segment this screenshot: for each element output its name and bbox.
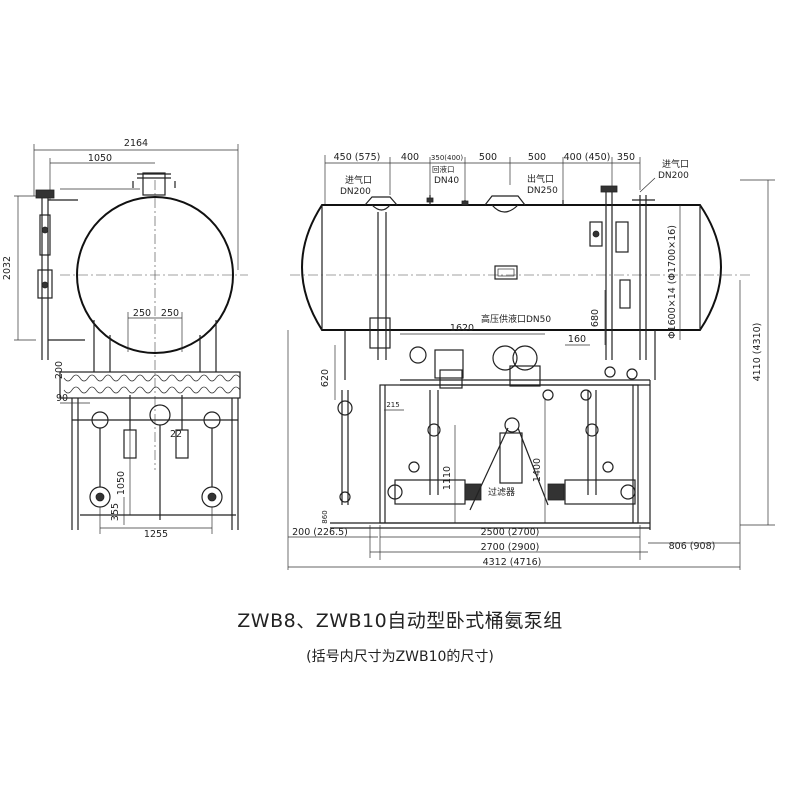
label-inlet-left: 进气口 <box>345 174 372 186</box>
dim-355: 355 <box>110 503 121 521</box>
dim-250-a: 250 <box>133 308 151 319</box>
label-outlet-dn: DN250 <box>527 186 558 196</box>
dim-806: 806 (908) <box>669 541 716 552</box>
dim-1050-vert: 1050 <box>116 471 127 495</box>
dim-4312: 4312 (4716) <box>483 557 542 568</box>
dim-860: 860 <box>321 510 329 523</box>
dim-top-1: 450 (575) <box>334 152 381 163</box>
dim-1050: 1050 <box>88 153 112 164</box>
drawing-subtitle: (括号内尺寸为ZWB10的尺寸) <box>306 649 494 665</box>
dim-top-2: 400 <box>401 152 419 163</box>
dim-top-7: 350 <box>617 152 635 163</box>
label-return-dn: DN40 <box>434 176 459 186</box>
side-view: 2164 1050 2032 <box>2 138 248 540</box>
dim-diameter: Φ1600×14 (Φ1700×16) <box>667 225 678 339</box>
label-return: 回液口 <box>432 164 455 174</box>
dim-680: 680 <box>590 309 601 327</box>
label-hp-supply: 高压供液口DN50 <box>481 313 551 325</box>
label-inlet-right: 进气口 <box>662 158 689 170</box>
dim-top-4: 500 <box>479 152 497 163</box>
dim-90: 90 <box>56 393 68 404</box>
dim-top-5: 500 <box>528 152 546 163</box>
dim-top-6: 400 (450) <box>564 152 611 163</box>
label-inlet-left-dn: DN200 <box>340 187 371 197</box>
dim-620: 620 <box>320 369 331 387</box>
dim-2032: 2032 <box>2 256 13 280</box>
front-view: 450 (575) 400 350(400) 500 500 400 (450)… <box>287 152 775 570</box>
dim-4110: 4110 (4310) <box>752 323 763 382</box>
dim-2500: 2500 (2700) <box>481 527 540 538</box>
dim-250-b: 250 <box>161 308 179 319</box>
label-outlet: 出气口 <box>527 173 554 185</box>
dim-22: 22 <box>170 429 182 440</box>
dim-1400: 1400 <box>532 458 543 482</box>
dim-1255: 1255 <box>144 529 168 540</box>
dim-215: 215 <box>386 401 399 409</box>
dim-2164: 2164 <box>124 138 148 149</box>
dim-200-side: 200 <box>54 361 65 379</box>
dim-top-3: 350(400) <box>431 154 463 162</box>
dim-1110: 1110 <box>442 466 453 490</box>
dim-2700: 2700 (2900) <box>481 542 540 553</box>
label-inlet-right-dn: DN200 <box>658 171 689 181</box>
dim-200-front: 200 (226.5) <box>292 527 348 538</box>
drawing-title: ZWB8、ZWB10自动型卧式桶氨泵组 <box>237 610 563 632</box>
dim-160: 160 <box>568 334 586 345</box>
label-filter: 过滤器 <box>488 486 515 498</box>
dim-1620: 1620 <box>450 323 474 334</box>
